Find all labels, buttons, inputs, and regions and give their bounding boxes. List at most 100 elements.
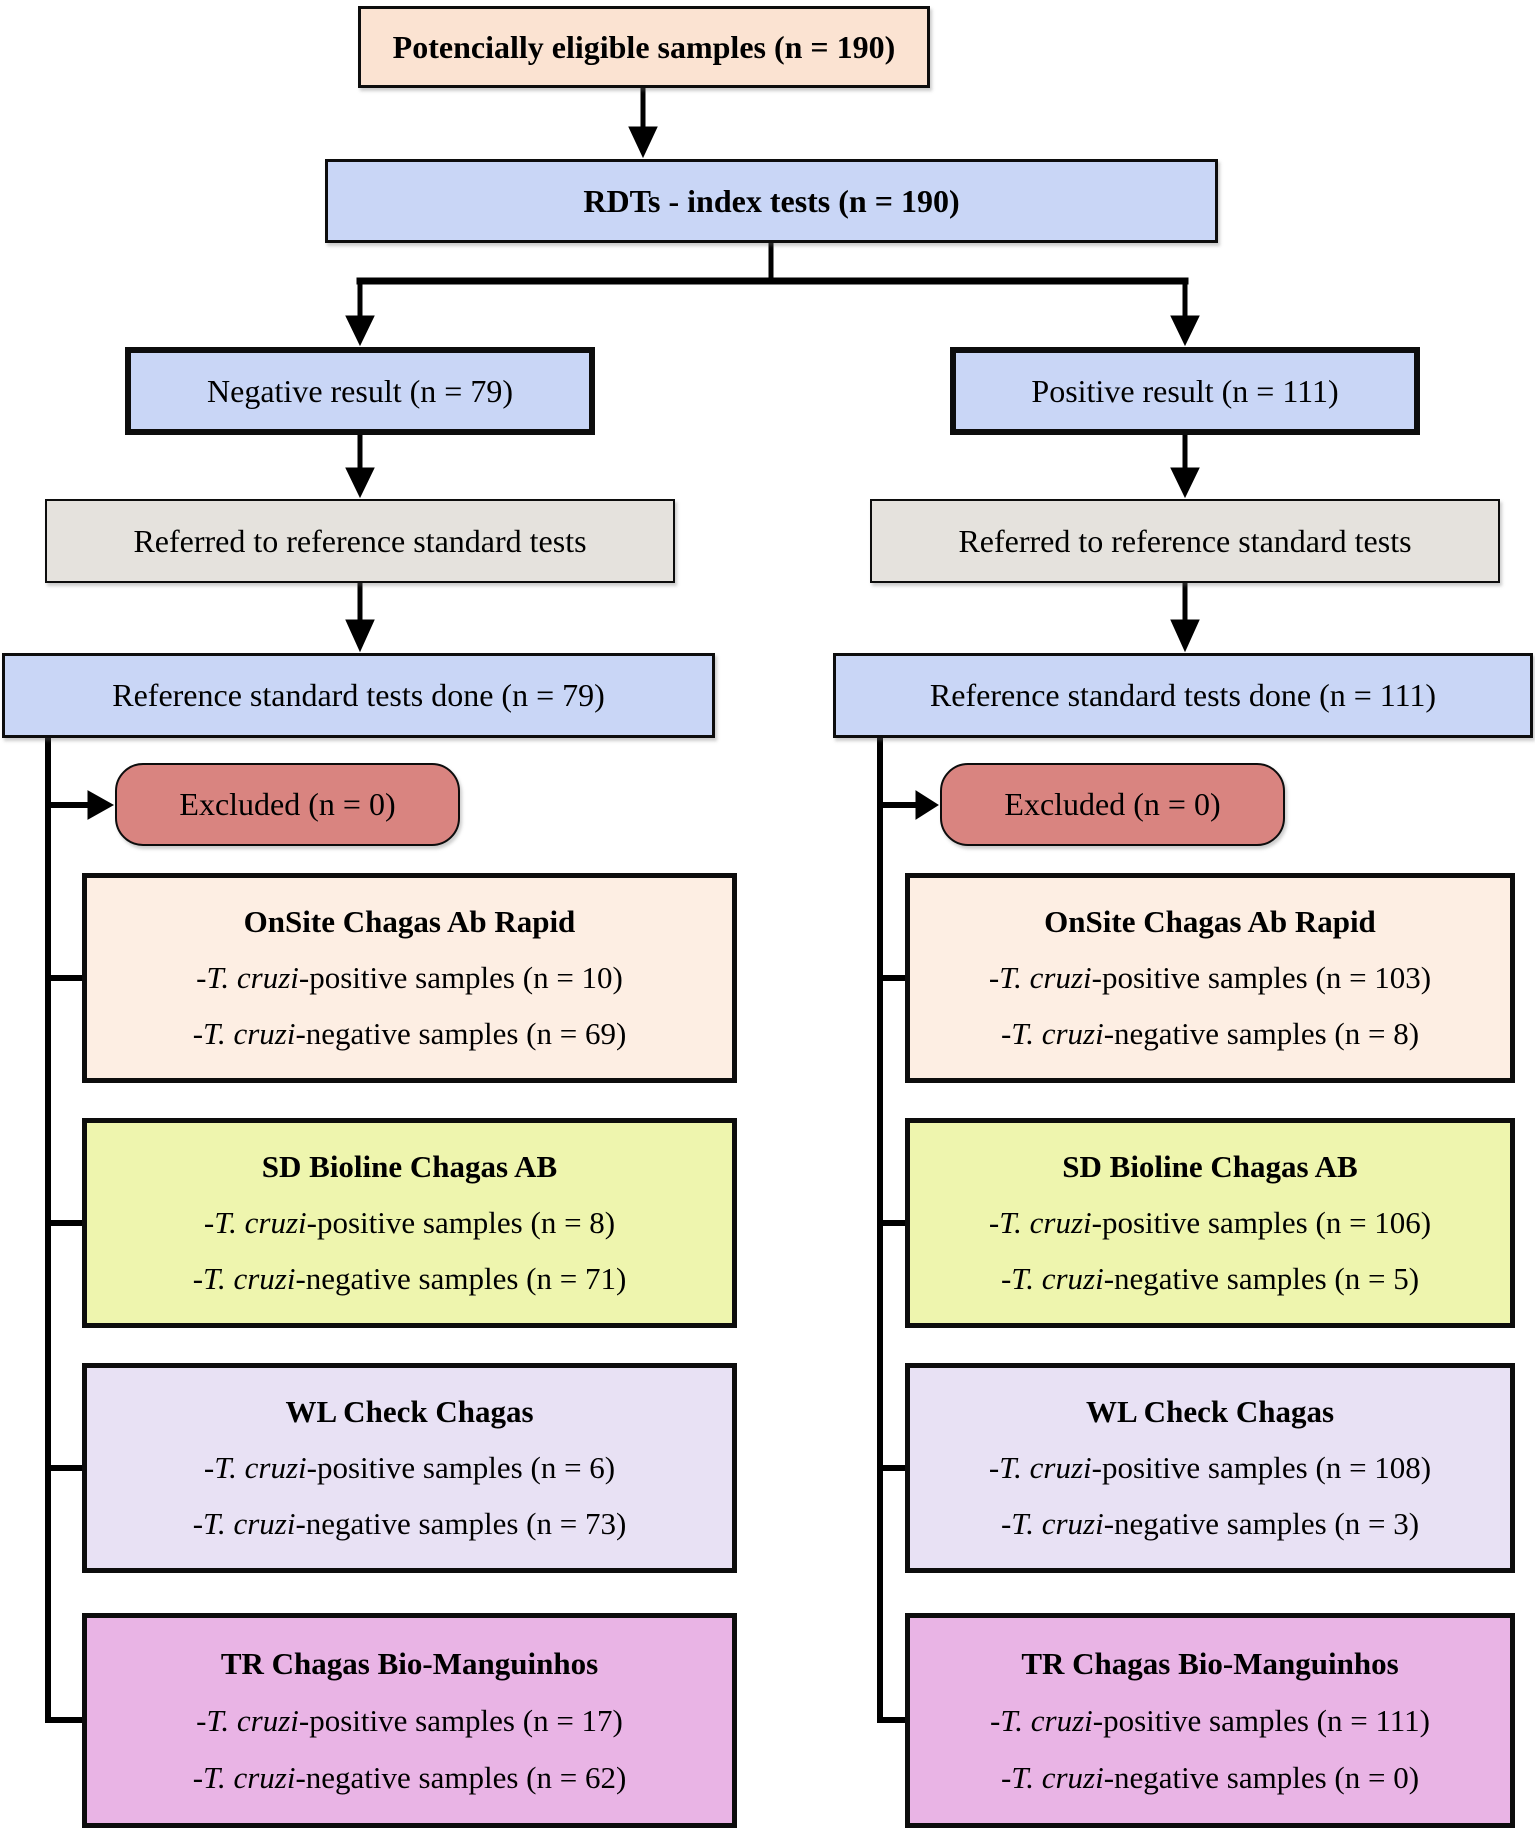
arrowhead [345, 315, 375, 347]
arrowhead [1170, 467, 1200, 499]
text-fragment: -positive samples (n = 10) [298, 960, 623, 996]
eligible-samples-box: Potencially eligible samples (n = 190) [358, 6, 930, 88]
species-name: T. cruzi [999, 1450, 1092, 1486]
text-fragment: -negative samples (n = 73) [295, 1506, 627, 1542]
test-title: SD Bioline Chagas AB [1062, 1149, 1358, 1185]
species-name: T. cruzi [1011, 1759, 1104, 1795]
text-fragment: - [203, 1205, 215, 1241]
referred-box-left: Referred to reference standard tests [45, 499, 675, 583]
test-negative-line: -T. cruzi-negative samples (n = 0) [1001, 1760, 1419, 1796]
text-fragment: -negative samples (n = 8) [1103, 1016, 1420, 1052]
test-negative-line: -T. cruzi-negative samples (n = 3) [1001, 1506, 1419, 1542]
text-fragment: - [192, 1016, 204, 1052]
test-positive-line: -T. cruzi-positive samples (n = 103) [989, 960, 1431, 996]
text-fragment: - [196, 960, 207, 996]
text-fragment: -negative samples (n = 71) [295, 1261, 627, 1297]
text-fragment: - [192, 1506, 204, 1542]
referred-box-right: Referred to reference standard tests [870, 499, 1500, 583]
text-fragment: -negative samples (n = 5) [1103, 1261, 1420, 1297]
test-title: OnSite Chagas Ab Rapid [243, 904, 576, 940]
text-fragment: -negative samples (n = 69) [295, 1016, 627, 1052]
test-negative-line: -T. cruzi-negative samples (n = 62) [193, 1760, 627, 1796]
text-fragment: -positive samples (n = 6) [306, 1450, 616, 1486]
arrowhead [628, 126, 658, 159]
species-name: T. cruzi [203, 1016, 296, 1052]
text-fragment: - [196, 1702, 207, 1738]
test-negative-line: -T. cruzi-negative samples (n = 5) [1001, 1261, 1419, 1297]
test-negative-line: -T. cruzi-negative samples (n = 73) [193, 1506, 627, 1542]
test-positive-line: -T. cruzi-positive samples (n = 17) [196, 1703, 623, 1739]
text-fragment: -positive samples (n = 108) [1091, 1450, 1432, 1486]
test-positive-line: -T. cruzi-positive samples (n = 111) [990, 1703, 1430, 1739]
text-fragment: - [203, 1450, 215, 1486]
test-positive-line: -T. cruzi-positive samples (n = 6) [204, 1450, 615, 1486]
test-title: WL Check Chagas [1085, 1394, 1335, 1430]
test-box-sdbioline-left: SD Bioline Chagas AB -T. cruzi-positive … [82, 1118, 737, 1328]
tests-done-box-right: Reference standard tests done (n = 111) [833, 653, 1533, 738]
test-title: WL Check Chagas [285, 1394, 534, 1430]
test-positive-line: -T. cruzi-positive samples (n = 10) [196, 960, 623, 996]
test-title: TR Chagas Bio-Manguinhos [220, 1645, 599, 1681]
species-name: T. cruzi [214, 1450, 307, 1486]
text-fragment: -positive samples (n = 111) [1092, 1702, 1430, 1738]
species-name: T. cruzi [206, 960, 299, 996]
species-name: T. cruzi [203, 1759, 296, 1795]
arrowhead [915, 790, 939, 820]
text-fragment: -negative samples (n = 62) [295, 1759, 627, 1795]
text-fragment: - [1000, 1261, 1012, 1297]
rdt-index-tests-box: RDTs - index tests (n = 190) [325, 159, 1218, 243]
positive-result-box: Positive result (n = 111) [950, 347, 1420, 435]
test-positive-line: -T. cruzi-positive samples (n = 8) [204, 1205, 615, 1241]
excluded-box-right: Excluded (n = 0) [940, 763, 1285, 846]
test-box-onsite-left: OnSite Chagas Ab Rapid -T. cruzi-positiv… [82, 873, 737, 1083]
text-fragment: - [192, 1759, 204, 1795]
text-fragment: -negative samples (n = 0) [1103, 1759, 1420, 1795]
test-box-sdbioline-right: SD Bioline Chagas AB -T. cruzi-positive … [905, 1118, 1515, 1328]
text-fragment: - [988, 1205, 1000, 1241]
text-fragment: -positive samples (n = 17) [298, 1702, 623, 1738]
text-fragment: - [990, 1702, 1001, 1738]
test-negative-line: -T. cruzi-negative samples (n = 69) [193, 1016, 627, 1052]
species-name: T. cruzi [999, 960, 1092, 996]
tests-done-box-left: Reference standard tests done (n = 79) [2, 653, 715, 738]
arrowhead [87, 790, 115, 820]
test-box-trchagas-left: TR Chagas Bio-Manguinhos -T. cruzi-posit… [82, 1613, 737, 1828]
arrowhead [1170, 315, 1200, 347]
text-fragment: -negative samples (n = 3) [1103, 1506, 1420, 1542]
test-title: SD Bioline Chagas AB [261, 1149, 558, 1185]
test-positive-line: -T. cruzi-positive samples (n = 108) [989, 1450, 1431, 1486]
test-box-onsite-right: OnSite Chagas Ab Rapid -T. cruzi-positiv… [905, 873, 1515, 1083]
species-name: T. cruzi [206, 1702, 299, 1738]
arrowhead [345, 619, 375, 653]
arrowhead [345, 467, 375, 499]
text-fragment: - [988, 960, 1000, 996]
text-fragment: - [192, 1261, 204, 1297]
text-fragment: - [988, 1450, 1000, 1486]
test-box-wlcheck-left: WL Check Chagas -T. cruzi-positive sampl… [82, 1363, 737, 1573]
text-fragment: - [1000, 1759, 1012, 1795]
species-name: T. cruzi [1011, 1016, 1104, 1052]
test-title: TR Chagas Bio-Manguinhos [1021, 1645, 1399, 1681]
text-fragment: -positive samples (n = 106) [1091, 1205, 1432, 1241]
arrowhead [1170, 619, 1200, 653]
species-name: T. cruzi [203, 1506, 296, 1542]
text-fragment: -positive samples (n = 8) [306, 1205, 616, 1241]
excluded-box-left: Excluded (n = 0) [115, 763, 460, 846]
test-box-wlcheck-right: WL Check Chagas -T. cruzi-positive sampl… [905, 1363, 1515, 1573]
species-name: T. cruzi [1011, 1506, 1104, 1542]
text-fragment: - [1000, 1506, 1012, 1542]
test-negative-line: -T. cruzi-negative samples (n = 8) [1001, 1016, 1419, 1052]
species-name: T. cruzi [203, 1261, 296, 1297]
species-name: T. cruzi [1011, 1261, 1104, 1297]
test-title: OnSite Chagas Ab Rapid [1044, 904, 1376, 940]
species-name: T. cruzi [999, 1205, 1092, 1241]
species-name: T. cruzi [1000, 1702, 1093, 1738]
test-positive-line: -T. cruzi-positive samples (n = 106) [989, 1205, 1431, 1241]
test-box-trchagas-right: TR Chagas Bio-Manguinhos -T. cruzi-posit… [905, 1613, 1515, 1828]
negative-result-box: Negative result (n = 79) [125, 347, 595, 435]
text-fragment: - [1000, 1016, 1012, 1052]
species-name: T. cruzi [214, 1205, 307, 1241]
text-fragment: -positive samples (n = 103) [1091, 960, 1432, 996]
